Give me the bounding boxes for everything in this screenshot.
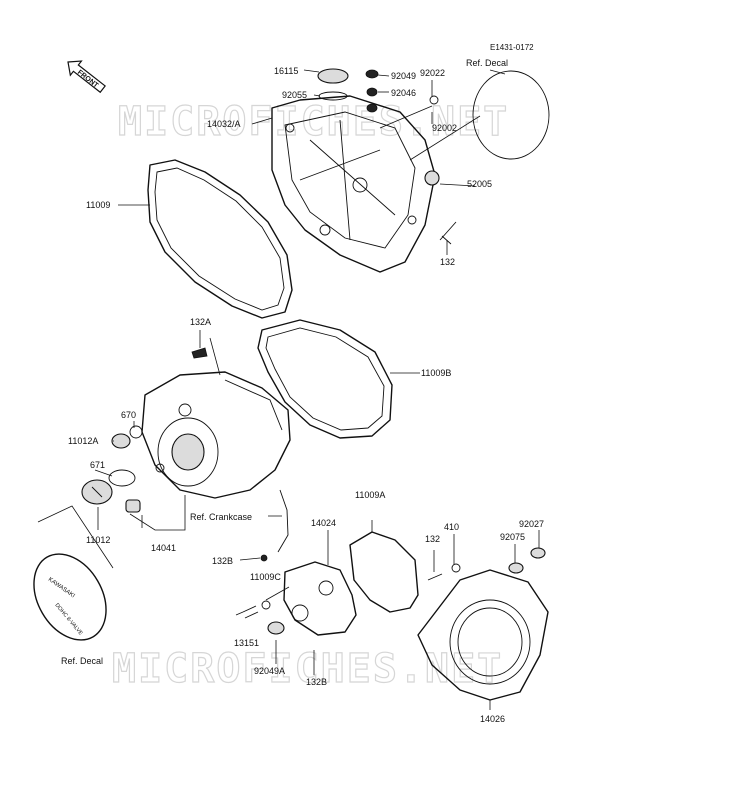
callout-92046: 92046 <box>391 88 416 98</box>
pickup-cover-part <box>417 569 549 701</box>
callout-11009A: 11009A <box>355 490 385 500</box>
clutch-cover-part <box>271 95 436 273</box>
callout-16115: 16115 <box>274 66 298 76</box>
callout-92002: 92002 <box>432 123 457 133</box>
callout-14041: 14041 <box>151 543 176 553</box>
decal-disk: KAWASAKI DOHC 8-VALVE <box>33 553 107 641</box>
callout-11009: 11009 <box>86 200 110 210</box>
watermark-top: MICROFICHES.NET <box>118 99 509 145</box>
gasket-11009 <box>147 159 293 319</box>
oil-filler-cap-16115 <box>317 68 349 84</box>
callout-11012A: 11012A <box>68 436 98 446</box>
front-direction-arrow: FRONT <box>67 60 106 94</box>
callout-670: 670 <box>121 410 136 420</box>
callout-410: 410 <box>444 522 459 532</box>
callout-92055: 92055 <box>282 90 307 100</box>
callout-ref-crankcase: Ref. Crankcase <box>190 512 252 522</box>
gasket-11009A <box>349 531 419 613</box>
gasket-11009B <box>257 319 393 439</box>
callout-11009C: 11009C <box>250 572 281 582</box>
ref-decal-ring <box>472 70 550 160</box>
callout-52005: 52005 <box>467 179 492 189</box>
callout-92075: 92075 <box>500 532 525 542</box>
decal-brand: KAWASAKI <box>47 577 76 600</box>
callout-11012: 11012 <box>86 535 110 545</box>
generator-cover-part <box>141 371 291 499</box>
callout-14026: 14026 <box>480 714 505 724</box>
callout-14024: 14024 <box>311 518 336 528</box>
callout-11009B: 11009B <box>421 368 451 378</box>
callout-132B-1: 132B <box>212 556 233 566</box>
callout-92049A: 92049A <box>254 666 285 676</box>
callout-132A: 132A <box>190 317 211 327</box>
callout-14032A: 14032/A <box>207 119 241 129</box>
callout-ref-decal-bottom: Ref. Decal <box>61 656 103 666</box>
callout-671: 671 <box>90 460 105 470</box>
callout-132-mid: 132 <box>425 534 440 544</box>
callout-92027: 92027 <box>519 519 544 529</box>
callout-92022: 92022 <box>420 68 445 78</box>
reference-code: E1431-0172 <box>490 43 534 52</box>
callout-ref-decal-top: Ref. Decal <box>466 58 508 68</box>
callout-132-top: 132 <box>440 257 455 267</box>
oil-pump-part <box>242 489 357 636</box>
leader-lines <box>94 69 540 710</box>
callout-92049: 92049 <box>391 71 416 81</box>
callout-132B-2: 132B <box>306 677 327 687</box>
callout-13151: 13151 <box>234 638 259 648</box>
